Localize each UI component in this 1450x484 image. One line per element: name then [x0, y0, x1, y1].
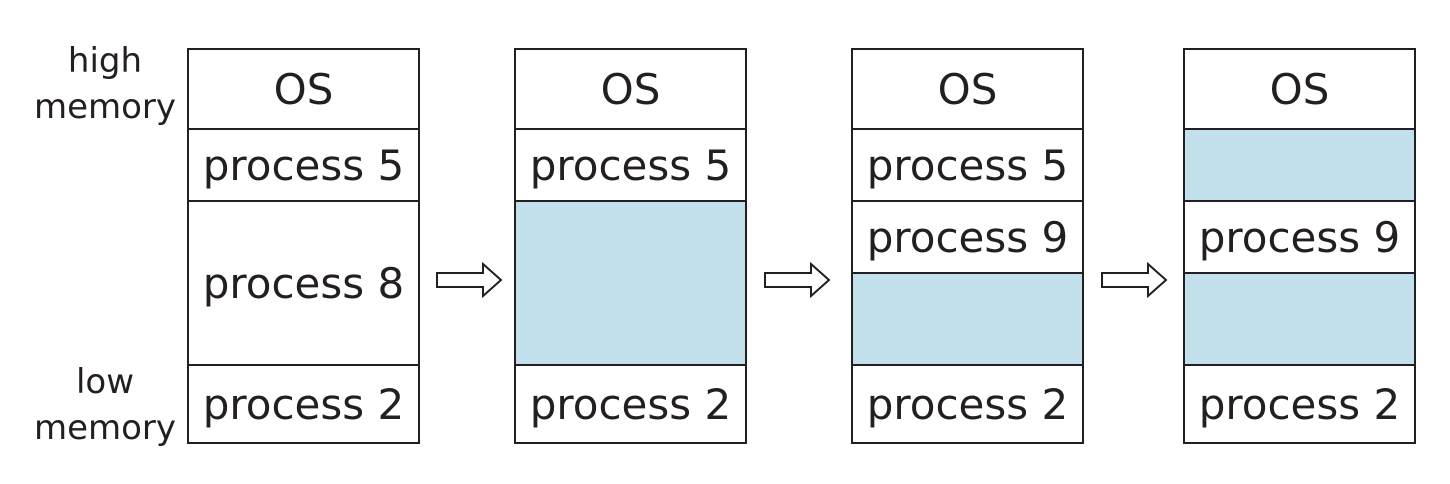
- segment-label: OS: [273, 64, 334, 114]
- segment-hole: [1185, 272, 1414, 364]
- segment-label: OS: [937, 64, 998, 114]
- low-memory-label: low memory: [30, 359, 180, 451]
- segment-label: OS: [600, 64, 661, 114]
- segment-label: OS: [1269, 64, 1330, 114]
- segment-label: process 8: [202, 258, 405, 308]
- segment-label: process 2: [1198, 379, 1401, 429]
- memory-column-2: OS process 5 process 2: [514, 48, 747, 444]
- segment-hole: [853, 272, 1082, 364]
- segment-hole: [1185, 128, 1414, 200]
- right-arrow-icon: [436, 262, 503, 298]
- segment-label: process 2: [866, 379, 1069, 429]
- segment-process-2: process 2: [516, 364, 745, 442]
- segment-label: process 9: [866, 212, 1069, 262]
- segment-process-2: process 2: [853, 364, 1082, 442]
- segment-label: process 2: [529, 379, 732, 429]
- low-memory-line1: low: [75, 362, 135, 402]
- memory-column-1: OS process 5 process 8 process 2: [187, 48, 420, 444]
- segment-label: process 5: [866, 140, 1069, 190]
- segment-label: process 9: [1198, 212, 1401, 262]
- segment-os: OS: [1185, 50, 1414, 128]
- segment-hole: [516, 200, 745, 364]
- memory-column-4: OS process 9 process 2: [1183, 48, 1416, 444]
- segment-process-8: process 8: [189, 200, 418, 364]
- segment-label: process 2: [202, 379, 405, 429]
- segment-process-5: process 5: [853, 128, 1082, 200]
- segment-label: process 5: [202, 140, 405, 190]
- segment-os: OS: [853, 50, 1082, 128]
- segment-process-2: process 2: [1185, 364, 1414, 442]
- segment-process-9: process 9: [1185, 200, 1414, 272]
- segment-label: process 5: [529, 140, 732, 190]
- high-memory-line1: high: [67, 41, 143, 81]
- segment-os: OS: [189, 50, 418, 128]
- segment-process-2: process 2: [189, 364, 418, 442]
- segment-os: OS: [516, 50, 745, 128]
- segment-process-9: process 9: [853, 200, 1082, 272]
- memory-column-3: OS process 5 process 9 process 2: [851, 48, 1084, 444]
- high-memory-line2: memory: [33, 87, 177, 127]
- high-memory-label: high memory: [30, 38, 180, 130]
- segment-process-5: process 5: [516, 128, 745, 200]
- right-arrow-icon: [764, 262, 831, 298]
- segment-process-5: process 5: [189, 128, 418, 200]
- low-memory-line2: memory: [33, 408, 177, 448]
- right-arrow-icon: [1101, 262, 1168, 298]
